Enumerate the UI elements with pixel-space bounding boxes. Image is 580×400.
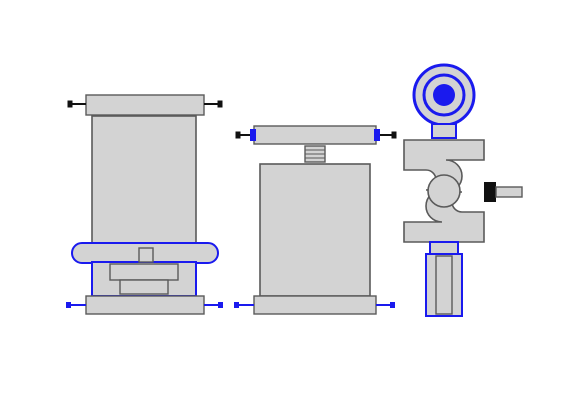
bottom-clevis-inner: [435, 255, 453, 315]
top-plate-bolts: [235, 129, 397, 141]
load-cell-body: [91, 115, 197, 247]
s-beam-center: [427, 174, 461, 208]
bottom-plate: [85, 295, 205, 315]
top-plate: [253, 125, 377, 145]
top-plate: [85, 94, 205, 116]
cable-connector: [484, 182, 496, 202]
base-step-lower: [119, 279, 169, 295]
load-cell-figure-1: [66, 94, 223, 315]
bottom-rod-shank: [429, 241, 459, 255]
load-cell-figure-3: [403, 63, 523, 317]
load-cell-body: [259, 163, 371, 297]
bottom-plate-bolts: [234, 302, 395, 308]
stud-threads: [305, 149, 325, 159]
top-rod-shank: [431, 123, 457, 139]
bottom-plate-bolts: [66, 302, 223, 308]
base-step-upper: [109, 263, 179, 281]
rod-end-eye-hole: [433, 84, 455, 106]
load-cell-figure-2: [234, 125, 397, 315]
cable-gland: [495, 186, 523, 198]
top-plate-bolts: [67, 100, 223, 108]
center-stud: [138, 247, 154, 263]
bottom-plate: [253, 295, 377, 315]
